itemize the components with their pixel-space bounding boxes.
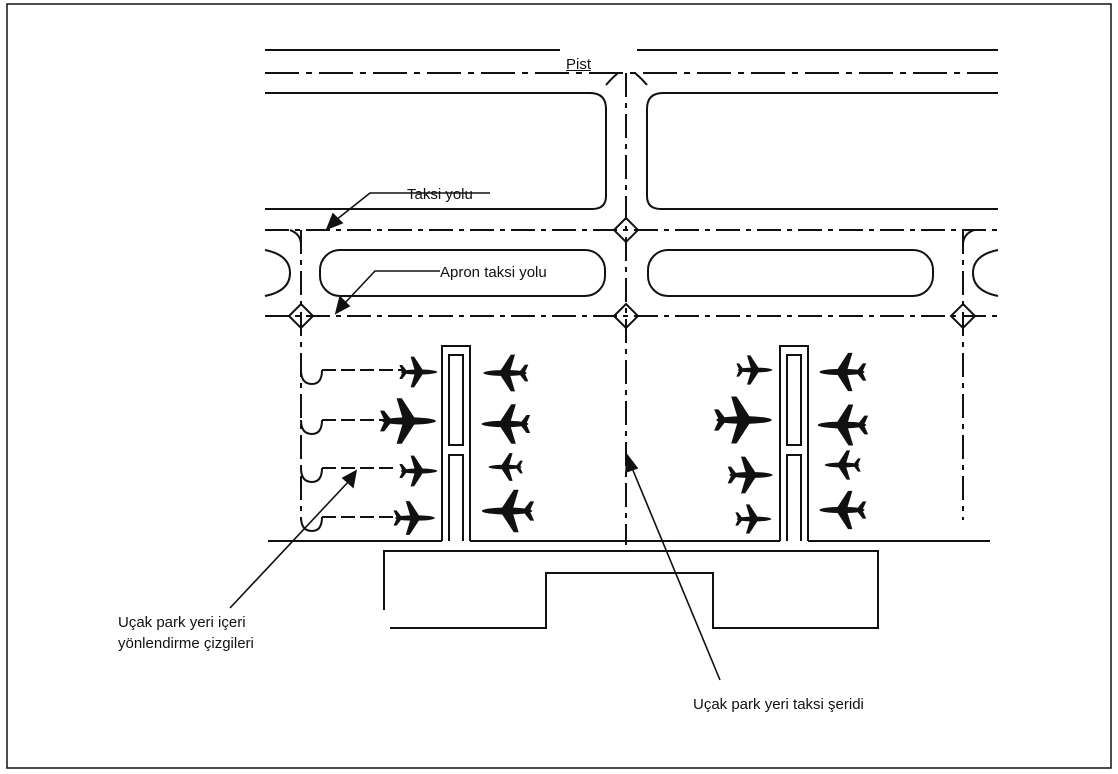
stand-taxilane-label: Uçak park yeri taksi şeridi [693, 696, 864, 713]
leader-stand-taxilane [625, 452, 721, 681]
pier-right [779, 345, 809, 541]
aircraft-icon [488, 453, 523, 481]
lead-in-lines-label-line-2: yönlendirme çizgileri [118, 635, 254, 652]
aircraft-icon [819, 352, 867, 392]
aircraft-group [380, 352, 869, 535]
aircraft-icon [380, 398, 436, 444]
leader-taxiway [325, 192, 490, 231]
stand-lead-in-lines [300, 369, 405, 533]
runway-label: Pist [566, 56, 592, 73]
leader-lead-in-lines [229, 469, 358, 609]
terminal-building [383, 550, 879, 629]
aircraft-icon [483, 354, 529, 392]
aircraft-icon [727, 456, 773, 494]
aircraft-icon [481, 489, 535, 533]
pier-left [441, 345, 471, 541]
aircraft-icon [399, 356, 438, 388]
runway [265, 49, 998, 74]
leader-apron-taxiway [334, 270, 440, 315]
aircraft-icon [817, 404, 869, 446]
apron-islands [264, 249, 999, 297]
aircraft-icon [824, 450, 861, 480]
aircraft-icon [735, 504, 772, 534]
lead-in-lines-label-line-1: Uçak park yeri içeri [118, 614, 246, 631]
aircraft-icon [714, 396, 772, 444]
aircraft-icon [393, 501, 435, 535]
aircraft-icon [481, 404, 531, 444]
taxiway-label: Taksi yolu [407, 186, 473, 203]
intersection-marks [287, 216, 977, 330]
taxiway-edge [265, 72, 998, 210]
apron-taxiway-label: Apron taksi yolu [440, 264, 547, 281]
aircraft-icon [399, 455, 438, 487]
aircraft-icon [736, 355, 773, 385]
aircraft-icon [819, 490, 867, 530]
frame-border [6, 3, 1112, 769]
